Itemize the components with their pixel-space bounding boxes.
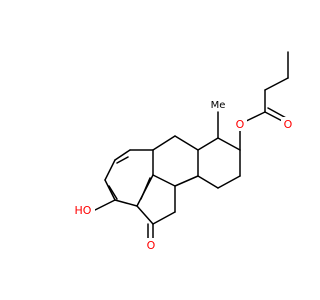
carbonyl-oxygen-label: O: [284, 118, 293, 131]
atom-label-carbonyl-oxygen: O: [281, 117, 295, 131]
ketone-oxygen-label: O: [147, 239, 156, 252]
ring-c: [152, 135, 199, 187]
atom-label-methyl: Me: [211, 100, 226, 111]
ketone-group: [147, 223, 154, 241]
atom-label-ester-oxygen: O: [233, 117, 247, 131]
hydroxyl-group: [94, 199, 116, 211]
ester-chain: [239, 51, 289, 151]
ring-b: [136, 174, 176, 225]
structure-diagram: HO O O O Me: [71, 51, 295, 252]
atom-label-ketone-oxygen: O: [144, 238, 158, 252]
ring-d: [197, 137, 241, 189]
atom-label-hydroxyl: HO: [71, 202, 95, 217]
ring-a-aromatic: [104, 149, 154, 207]
hydroxyl-label: HO: [75, 204, 92, 217]
methyl-label: Me: [211, 100, 226, 111]
ester-oxygen-label: O: [236, 118, 245, 131]
